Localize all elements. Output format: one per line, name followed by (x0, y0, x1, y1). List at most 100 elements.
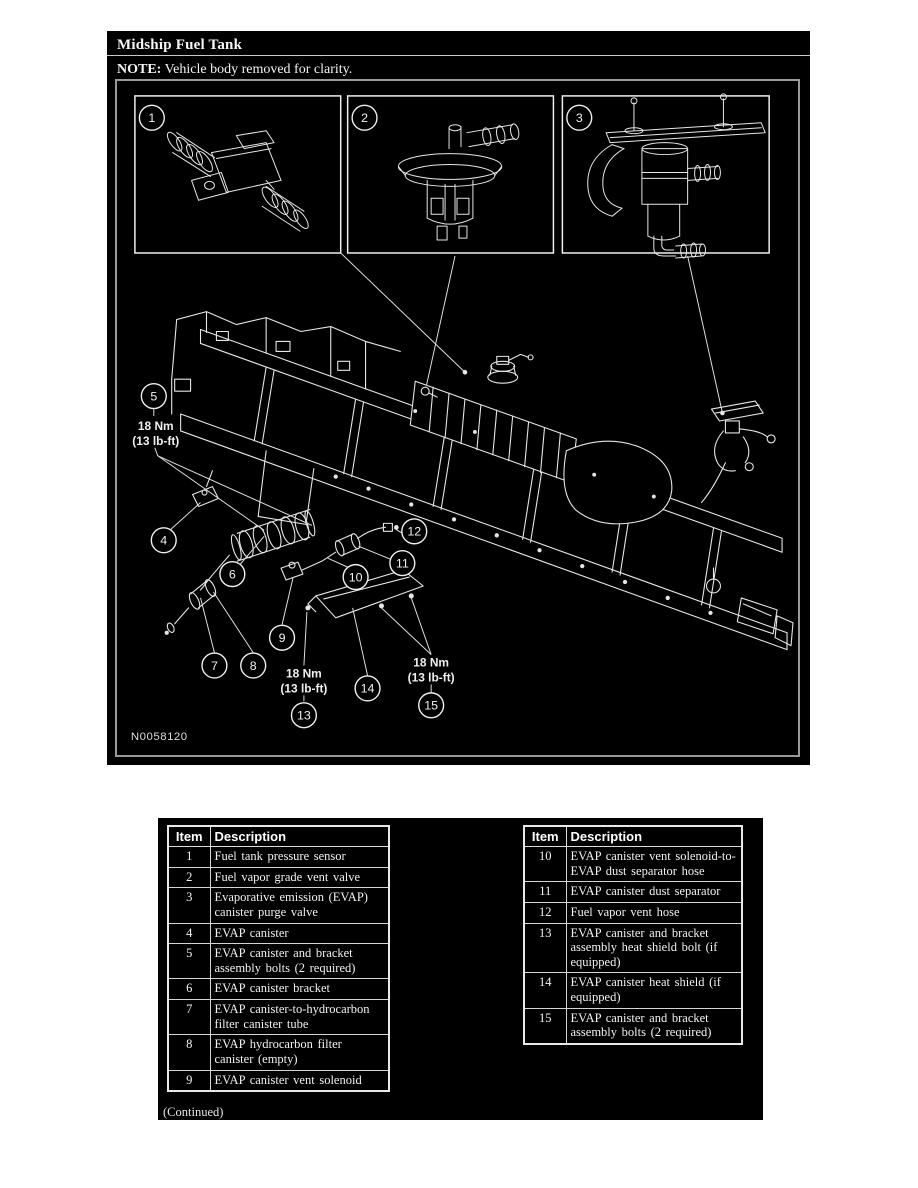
callout-3: 3 (566, 104, 593, 131)
page-title: Midship Fuel Tank (117, 37, 243, 53)
chassis-artwork (164, 311, 794, 651)
description-cell: EVAP canister-to-hydrocarbon filter cani… (209, 998, 390, 1036)
item-cell: 8 (167, 1034, 211, 1071)
svg-text:2: 2 (361, 111, 368, 125)
svg-text:9: 9 (279, 631, 286, 645)
inset-box-1 (134, 95, 342, 254)
torque-label-5-line2: (13 lb-ft) (132, 434, 179, 448)
torque-label-15-line1: 18 Nm (413, 656, 449, 670)
item-cell: 14 (523, 972, 567, 1009)
callout-6: 6 (219, 560, 246, 588)
callout-10: 10 (342, 563, 369, 591)
svg-text:13: 13 (297, 709, 311, 723)
column-header-item: Item (167, 825, 211, 847)
column-header-description: Description (565, 825, 743, 847)
callout-13: 13 (290, 702, 318, 729)
purge-valve-art (587, 93, 766, 259)
torque-labels: 18 Nm (13 lb-ft) 18 Nm (13 lb-ft) 18 Nm … (132, 419, 454, 695)
torque-label-15-line2: (13 lb-ft) (408, 670, 455, 684)
inset-leader-lines (340, 252, 723, 414)
svg-text:1: 1 (148, 111, 155, 125)
callout-15: 15 (418, 692, 445, 719)
pressure-sensor-art (166, 130, 309, 232)
callout-2: 2 (351, 104, 378, 131)
figure-id: N0058120 (131, 731, 188, 743)
svg-text:3: 3 (576, 111, 583, 125)
callout-5: 5 (140, 383, 167, 410)
description-cell: EVAP canister bracket (209, 978, 390, 1000)
torque-label-13-line1: 18 Nm (286, 666, 322, 680)
note-label: NOTE: (117, 62, 162, 77)
figure-note: NOTE: Vehicle body removed for clarity. (117, 62, 352, 78)
description-cell: Evaporative emission (EVAP) canister pur… (209, 887, 390, 924)
item-cell: 11 (523, 881, 567, 903)
svg-text:6: 6 (229, 567, 236, 581)
callout-1: 1 (138, 104, 165, 131)
description-cell: EVAP canister and bracket assembly bolts… (565, 1007, 743, 1045)
callout-8: 8 (240, 652, 267, 679)
svg-text:10: 10 (349, 570, 363, 584)
note-text: Vehicle body removed for clarity. (161, 62, 353, 77)
callout-14: 14 (354, 675, 381, 702)
column-header-item: Item (523, 825, 567, 847)
description-cell: EVAP canister and bracket assembly heat … (565, 922, 743, 974)
callout-leader-lines (153, 409, 432, 702)
description-cell: EVAP canister heat shield (if equipped) (565, 972, 743, 1009)
svg-text:12: 12 (407, 525, 421, 539)
description-cell: EVAP canister vent solenoid-to-EVAP dust… (565, 845, 743, 883)
item-cell: 2 (167, 866, 211, 889)
description-cell: Fuel tank pressure sensor (209, 846, 390, 868)
item-cell: 13 (523, 922, 567, 974)
svg-text:8: 8 (250, 659, 257, 673)
torque-label-13-line2: (13 lb-ft) (280, 681, 327, 695)
column-header-description: Description (209, 825, 390, 847)
description-cell: EVAP canister vent solenoid (209, 1069, 390, 1092)
description-cell: EVAP hydrocarbon filter canister (empty) (209, 1034, 390, 1071)
inset-box-2 (346, 95, 555, 254)
svg-text:5: 5 (150, 389, 157, 403)
inset-box-3 (561, 95, 770, 254)
item-cell: 5 (167, 943, 211, 980)
item-cell: 1 (167, 846, 211, 868)
svg-text:14: 14 (361, 682, 375, 696)
svg-text:4: 4 (160, 534, 167, 548)
continued-label: (Continued) (163, 1105, 224, 1119)
description-cell: EVAP canister (209, 922, 390, 945)
callout-4: 4 (150, 527, 177, 554)
item-cell: 12 (523, 901, 567, 924)
torque-label-5-line1: 18 Nm (138, 419, 174, 433)
item-cell: 6 (167, 978, 211, 1000)
callout-7: 7 (201, 652, 228, 679)
item-cell: 15 (523, 1007, 567, 1045)
description-cell: EVAP canister and bracket assembly bolts… (209, 943, 390, 980)
callouts: 1 2 3 4 5 6 7 8 9 10 11 12 13 14 15 (138, 104, 593, 729)
callout-9: 9 (268, 624, 296, 651)
svg-text:7: 7 (211, 659, 218, 673)
item-cell: 3 (167, 887, 211, 924)
item-cell: 9 (167, 1069, 211, 1092)
svg-text:11: 11 (396, 556, 409, 570)
description-cell: Fuel vapor vent hose (565, 901, 743, 924)
item-cell: 4 (167, 922, 211, 945)
item-cell: 7 (167, 998, 211, 1036)
